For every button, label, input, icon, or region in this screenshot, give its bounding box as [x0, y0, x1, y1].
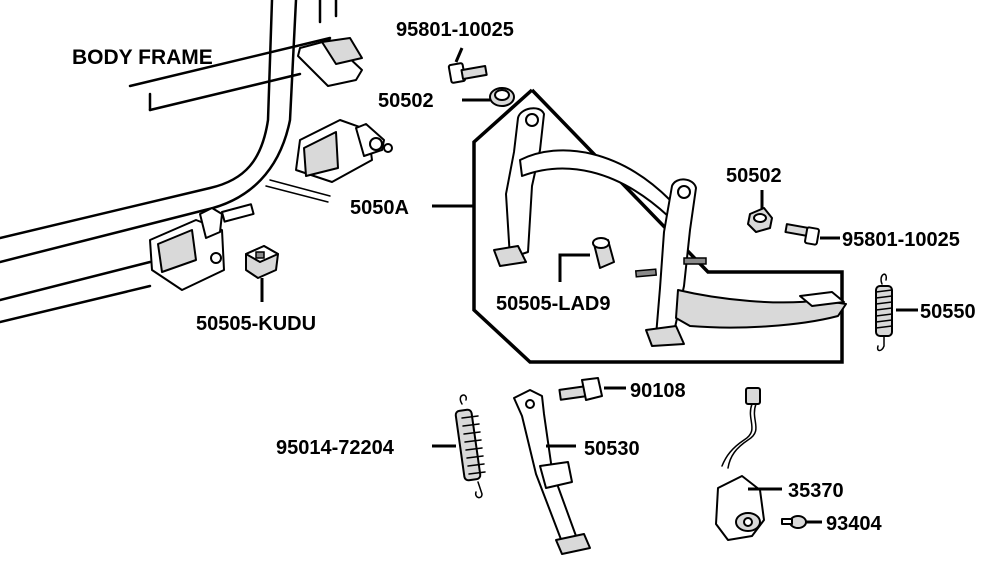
- spring-side: [454, 394, 486, 499]
- label-switch: 35370: [788, 480, 844, 502]
- side-stand-switch: [715, 387, 765, 541]
- nut-right: [747, 207, 773, 233]
- body-frame-title: BODY FRAME: [72, 46, 213, 69]
- main-stand: [493, 107, 847, 347]
- spring-main: [875, 273, 893, 352]
- leader-bolt-top: [454, 47, 464, 63]
- nut-top: [489, 87, 515, 107]
- bolt-top: [447, 62, 488, 84]
- label-nut-top: 50502: [378, 90, 434, 112]
- label-bolt-right: 95801-10025: [842, 229, 960, 251]
- bolt-right: [784, 223, 820, 246]
- label-main-stand: 5050A: [350, 197, 409, 219]
- body-frame: [0, 0, 393, 324]
- label-nut-right: 50502: [726, 165, 782, 187]
- label-bolt-side: 90108: [630, 380, 686, 402]
- main-stand-group-outline: [472, 88, 844, 364]
- label-rubber-lad9: 50505-LAD9: [496, 293, 611, 315]
- leader-lad9: [558, 253, 590, 282]
- rubber-block-kudu: [245, 245, 279, 279]
- side-stand: [513, 389, 591, 555]
- rubber-stop-lad9: [592, 237, 615, 269]
- label-side-stand: 50530: [584, 438, 640, 460]
- label-spring-main: 50550: [920, 301, 976, 323]
- label-rubber-kudu: 50505-KUDU: [196, 313, 316, 335]
- label-bolt-top: 95801-10025: [396, 19, 514, 41]
- switch-screw: [781, 515, 807, 529]
- side-stand-bolt: [558, 377, 603, 401]
- label-spring-side: 95014-72204: [276, 437, 395, 459]
- label-screw: 93404: [826, 513, 882, 535]
